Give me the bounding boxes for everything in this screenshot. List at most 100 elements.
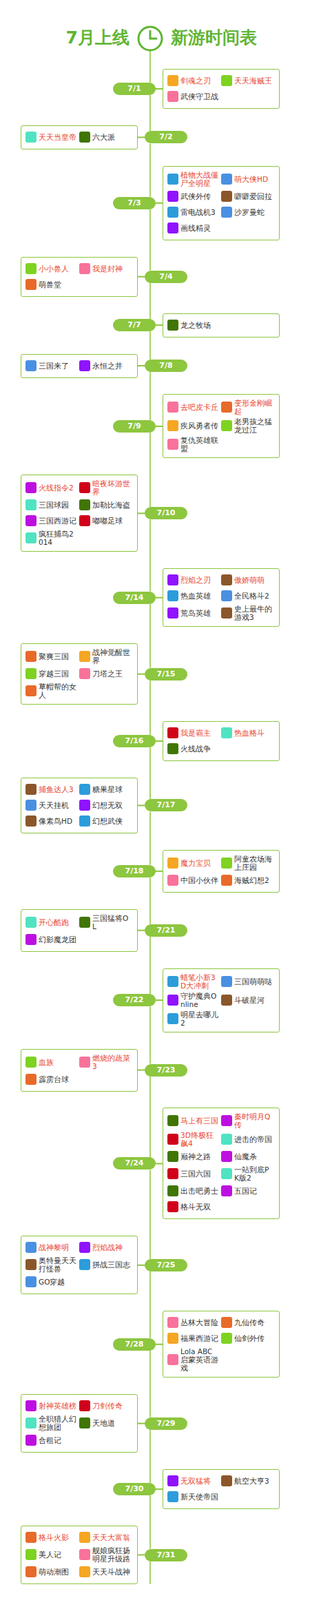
date-pill: 7/18 xyxy=(112,865,156,878)
game-icon xyxy=(167,994,179,1006)
game-item: 复仇英雄联盟 xyxy=(167,436,222,453)
game-icon xyxy=(221,976,233,988)
game-icon xyxy=(25,916,37,928)
date-connector xyxy=(137,1423,145,1425)
game-icon xyxy=(25,1056,37,1068)
game-icon xyxy=(25,482,37,494)
game-icon xyxy=(221,173,233,185)
game-icon xyxy=(25,1417,37,1429)
game-name: 美人记 xyxy=(38,1550,63,1559)
clock-icon xyxy=(138,26,162,51)
game-item: 热血英雄 xyxy=(167,589,222,603)
game-name: 穿越三国 xyxy=(38,669,71,678)
date-label: 7/28 xyxy=(125,1339,144,1349)
game-list-box: 聚爽三国战神觉醒世界穿越三国刀塔之王草帽帮的女人 xyxy=(20,643,138,705)
game-icon xyxy=(167,206,179,218)
date-label: 7/3 xyxy=(127,198,141,208)
date-label: 7/29 xyxy=(157,1419,176,1429)
date-connector xyxy=(137,673,145,676)
date-pill: 7/7 xyxy=(112,318,156,332)
game-icon xyxy=(167,190,179,202)
date-label: 7/8 xyxy=(159,360,173,370)
game-item: 变形金刚崛起 xyxy=(221,398,275,416)
game-icon xyxy=(167,401,179,413)
game-icon xyxy=(221,1185,233,1197)
game-item: 丛林大冒险 xyxy=(167,1315,222,1330)
game-icon xyxy=(167,857,179,869)
game-item: 天地道 xyxy=(79,1414,133,1432)
game-icon xyxy=(25,515,37,527)
game-name: 幻影魔龙团 xyxy=(38,935,78,944)
game-icon xyxy=(221,1475,233,1487)
game-icon xyxy=(25,279,37,291)
game-item: 蜡笔小新3D大冲刺 xyxy=(167,973,222,990)
game-item: 龙之牧场 xyxy=(167,318,222,333)
game-item: 福果西游记 xyxy=(167,1331,222,1346)
date-label: 7/23 xyxy=(157,1065,176,1075)
game-name: 三国球园 xyxy=(38,500,71,510)
game-item: 战神觉醒世界 xyxy=(79,648,133,665)
date-label: 7/15 xyxy=(157,669,176,679)
timeline-segment xyxy=(149,432,151,508)
game-icon xyxy=(167,1185,179,1197)
game-icon xyxy=(25,131,37,143)
game-item: 仙剑外传 xyxy=(221,1331,275,1346)
game-icon xyxy=(25,360,37,372)
game-icon xyxy=(79,1566,91,1578)
date-connector xyxy=(155,425,163,428)
game-icon xyxy=(25,934,37,946)
game-name: 九仙传奇 xyxy=(234,1318,266,1327)
game-name: 奥特曼天天打怪兽 xyxy=(38,1256,80,1274)
game-item: 战神黎明 xyxy=(25,1240,80,1255)
game-name: 六大派 xyxy=(92,132,117,142)
game-icon xyxy=(221,1133,233,1145)
game-item: 天天当皇帝 xyxy=(25,130,80,144)
game-icon xyxy=(25,651,37,663)
game-icon xyxy=(79,1532,91,1544)
game-item: 三国西游记 xyxy=(25,513,80,528)
game-name: 仙剑外传 xyxy=(234,1334,266,1343)
game-icon xyxy=(167,1201,179,1213)
game-item: 全民格斗2 xyxy=(221,589,275,603)
game-name: 天天斗战神 xyxy=(92,1567,132,1577)
game-item: 天天斗战神 xyxy=(79,1565,133,1579)
date-pill: 7/24 xyxy=(112,1157,156,1170)
game-name: 三国猛将OL xyxy=(92,914,133,931)
game-list-box: 火线指令2暗夜坏游世界三国球园加勒比海盗三国西游记嘟嘟足球疯狂捕鸟2014 xyxy=(20,474,138,552)
date-connector xyxy=(137,930,145,932)
game-icon xyxy=(221,607,233,619)
date-connector xyxy=(155,1488,163,1491)
timeline-segment xyxy=(149,1495,151,1549)
game-item: GO穿越 xyxy=(25,1275,80,1289)
game-name: 草帽帮的女人 xyxy=(38,682,80,700)
date-pill: 7/21 xyxy=(144,924,188,937)
date-connector xyxy=(137,276,145,278)
game-name: 热血英雄 xyxy=(180,591,213,601)
date-label: 7/10 xyxy=(157,508,176,518)
timeline-segment xyxy=(149,95,151,131)
game-list-box: 捕鱼达人3糖果星球天天挂机幻想无双像素鸟HD幻想武侠 xyxy=(20,777,138,834)
timeline-segment xyxy=(149,747,151,800)
game-icon xyxy=(25,499,37,511)
game-item: 三国球园 xyxy=(25,498,80,512)
game-name: 拼战三国志 xyxy=(92,1260,132,1269)
game-name: 雷电战机3 xyxy=(180,208,217,217)
game-item: 我是霸主 xyxy=(167,726,222,740)
game-list-box: 战神黎明烈焰战神奥特曼天天打怪兽拼战三国志GO穿越 xyxy=(20,1235,138,1295)
game-item: 开心酷跑 xyxy=(25,914,80,931)
game-item: 沙罗曼蛇 xyxy=(221,205,275,220)
date-label: 7/25 xyxy=(157,1260,176,1270)
timeline-segment xyxy=(149,604,151,669)
game-icon xyxy=(221,206,233,218)
date-label: 7/1 xyxy=(127,84,141,93)
timeline-segment xyxy=(149,877,151,925)
game-name: 出击吧勇士 xyxy=(180,1186,220,1196)
game-icon xyxy=(79,651,91,663)
game-name: 萌动潮图 xyxy=(38,1567,71,1577)
game-item: 五国记 xyxy=(221,1184,275,1198)
game-item: 天天海贼王 xyxy=(221,73,275,88)
game-icon xyxy=(25,668,37,680)
game-list-box: 丛林大冒险九仙传奇福果西游记仙剑外传Lola ABC启蒙英语游戏 xyxy=(162,1310,280,1378)
game-name: 沙罗曼蛇 xyxy=(234,208,266,217)
